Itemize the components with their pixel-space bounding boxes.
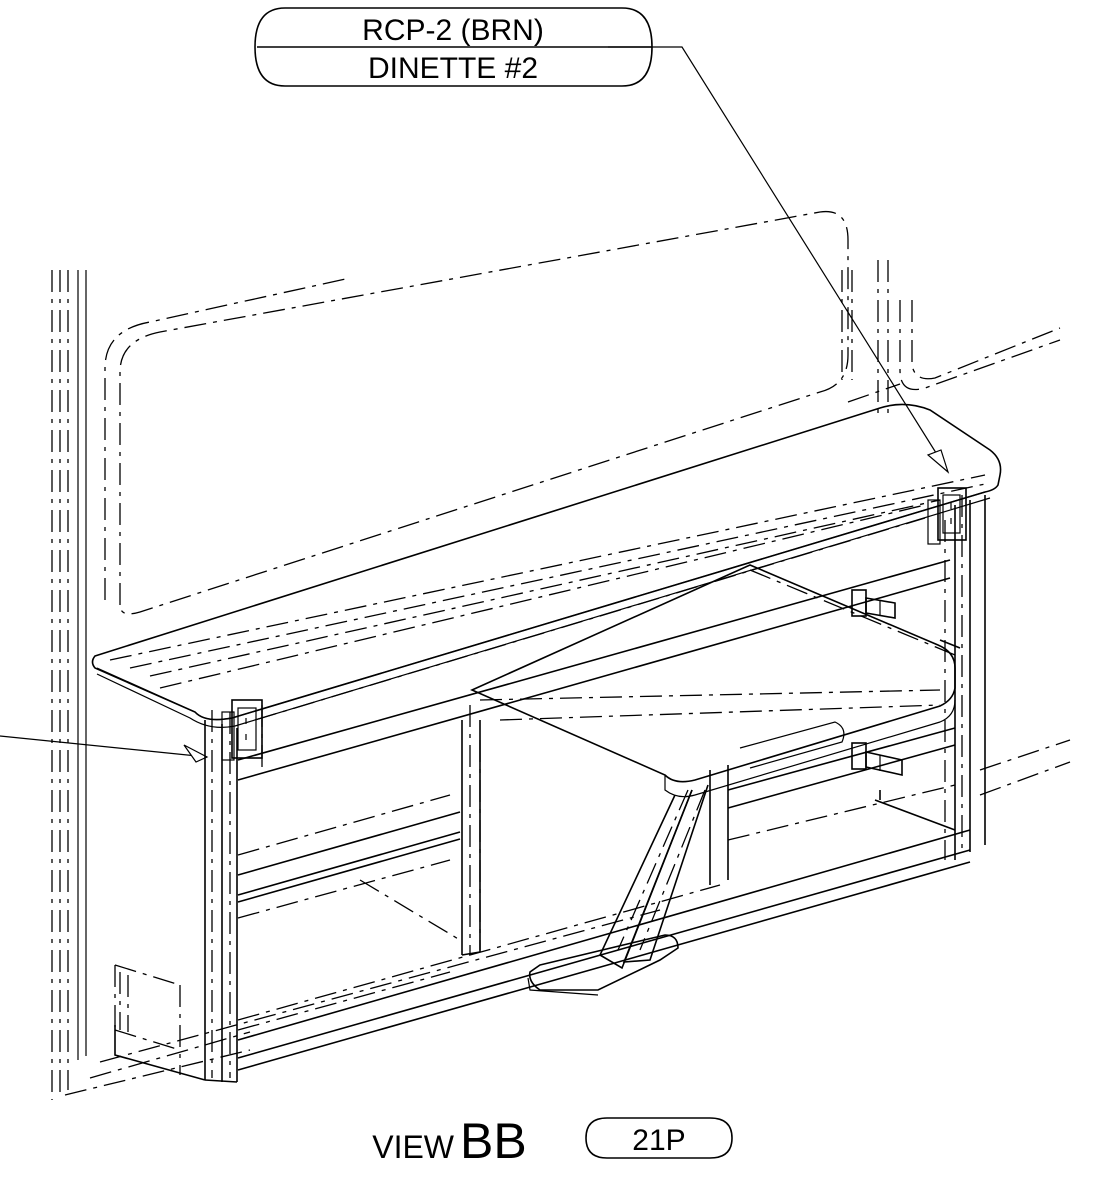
view-letters: BB	[460, 1113, 527, 1169]
sheet-ref: 21P	[632, 1124, 685, 1157]
access-hatch	[114, 964, 206, 1081]
outlet-right	[927, 487, 967, 545]
leader-lines	[0, 46, 950, 763]
callout-line-1: RCP-2 (BRN)	[362, 14, 544, 47]
view-label: VIEW BB 21P	[372, 1113, 733, 1169]
arrowhead-right	[926, 449, 950, 474]
view-prefix: VIEW	[372, 1129, 455, 1165]
bench-seat-top	[91, 403, 1002, 728]
bracket-upper	[851, 589, 896, 619]
callout-tag: RCP-2 (BRN) DINETTE #2	[254, 7, 653, 87]
sheet-ref-oval	[585, 1117, 733, 1159]
callout-line-2: DINETTE #2	[368, 52, 538, 85]
bench-frame	[99, 495, 986, 1083]
pedestal-table	[470, 564, 956, 996]
arrowhead-left	[183, 744, 209, 763]
wall-window-outline	[51, 210, 1071, 1100]
bracket-lower	[851, 742, 903, 776]
outlet-left	[221, 699, 263, 770]
